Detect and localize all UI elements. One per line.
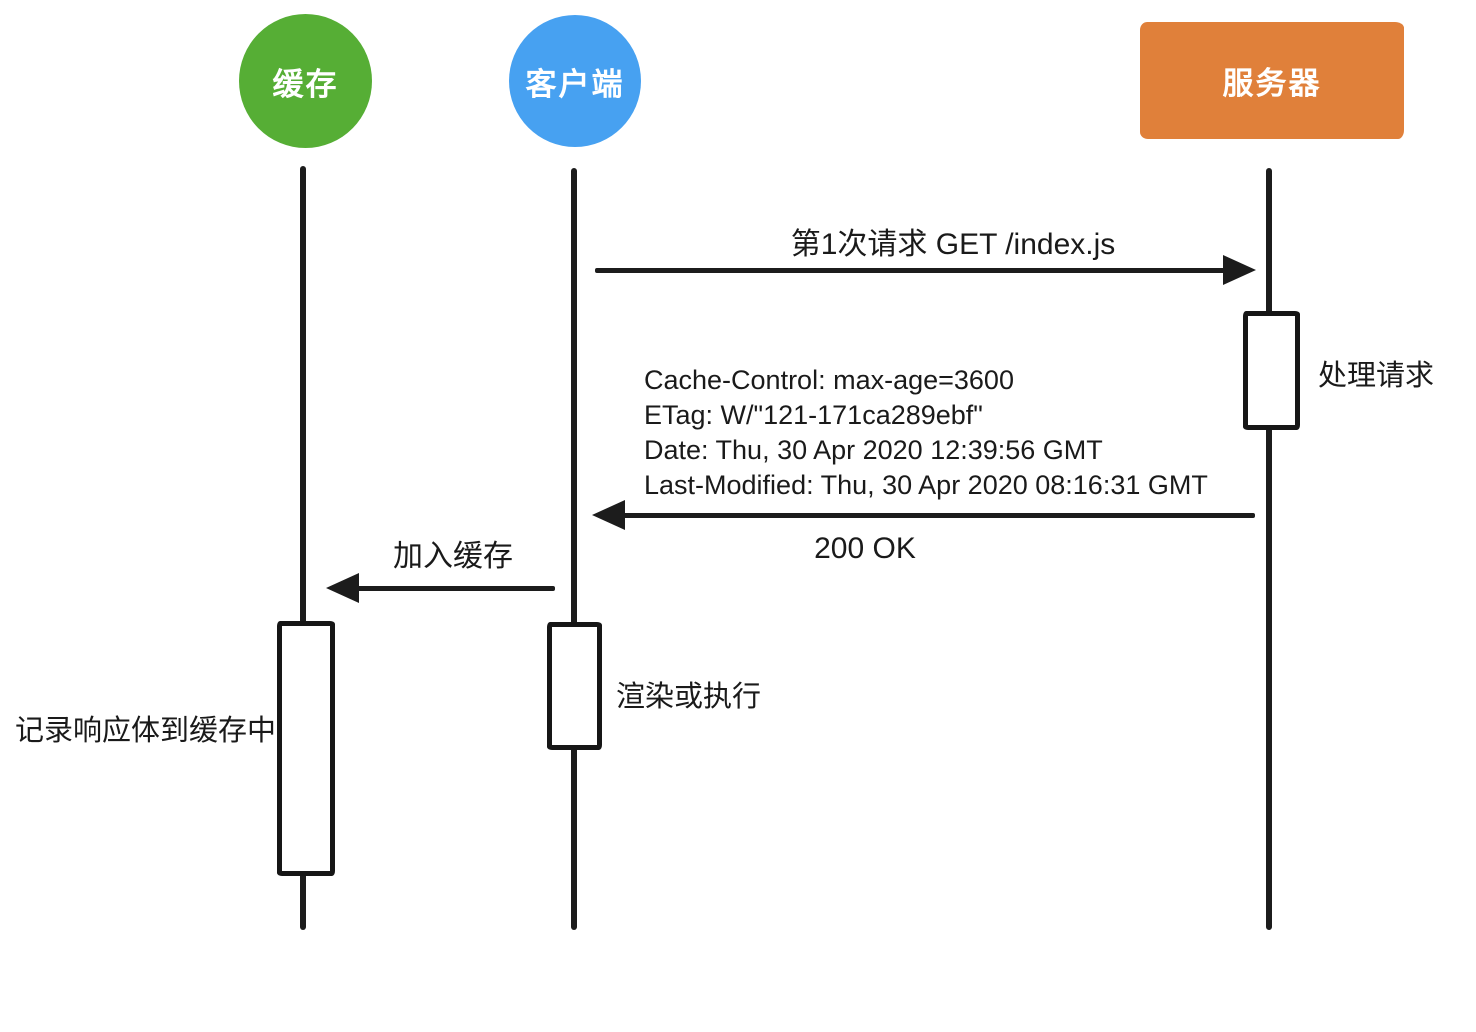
message-add-to-cache-label: 加入缓存 [393, 540, 513, 573]
arrowhead-right-icon [1223, 255, 1256, 285]
actor-client-node: 客户端 [509, 15, 641, 147]
arrowhead-left-icon [326, 573, 359, 603]
actor-cache-label: 缓存 [272, 66, 339, 102]
activity-server-label: 处理请求 [1318, 360, 1435, 392]
message-add-to-cache-arrow [357, 586, 555, 591]
activation-client [547, 622, 602, 750]
response-headers-block: Cache-Control: max-age=3600 ETag: W/"121… [644, 363, 1208, 503]
activity-client-label: 渲染或执行 [616, 681, 762, 713]
lifeline-client [571, 168, 577, 930]
header-last-modified: Last-Modified: Thu, 30 Apr 2020 08:16:31… [644, 470, 1208, 500]
activity-cache-label: 记录响应体到缓存中 [15, 715, 277, 747]
lifeline-cache [300, 166, 306, 930]
header-cache-control: Cache-Control: max-age=3600 [644, 365, 1014, 395]
activation-cache [277, 621, 335, 876]
header-etag: ETag: W/"121-171ca289ebf" [644, 400, 983, 430]
message-first-request-label: 第1次请求 GET /index.js [790, 228, 1116, 261]
arrowhead-left-icon [592, 500, 625, 530]
message-first-request-arrow [595, 268, 1226, 273]
activation-server [1243, 311, 1300, 430]
actor-server-node: 服务器 [1140, 22, 1404, 139]
lifeline-server [1266, 168, 1272, 930]
actor-server-label: 服务器 [1222, 66, 1322, 101]
actor-cache-node: 缓存 [239, 14, 372, 148]
actor-client-label: 客户端 [525, 66, 625, 102]
header-date: Date: Thu, 30 Apr 2020 12:39:56 GMT [644, 435, 1103, 465]
message-response-arrow [623, 513, 1255, 518]
message-response-label: 200 OK [814, 532, 916, 565]
